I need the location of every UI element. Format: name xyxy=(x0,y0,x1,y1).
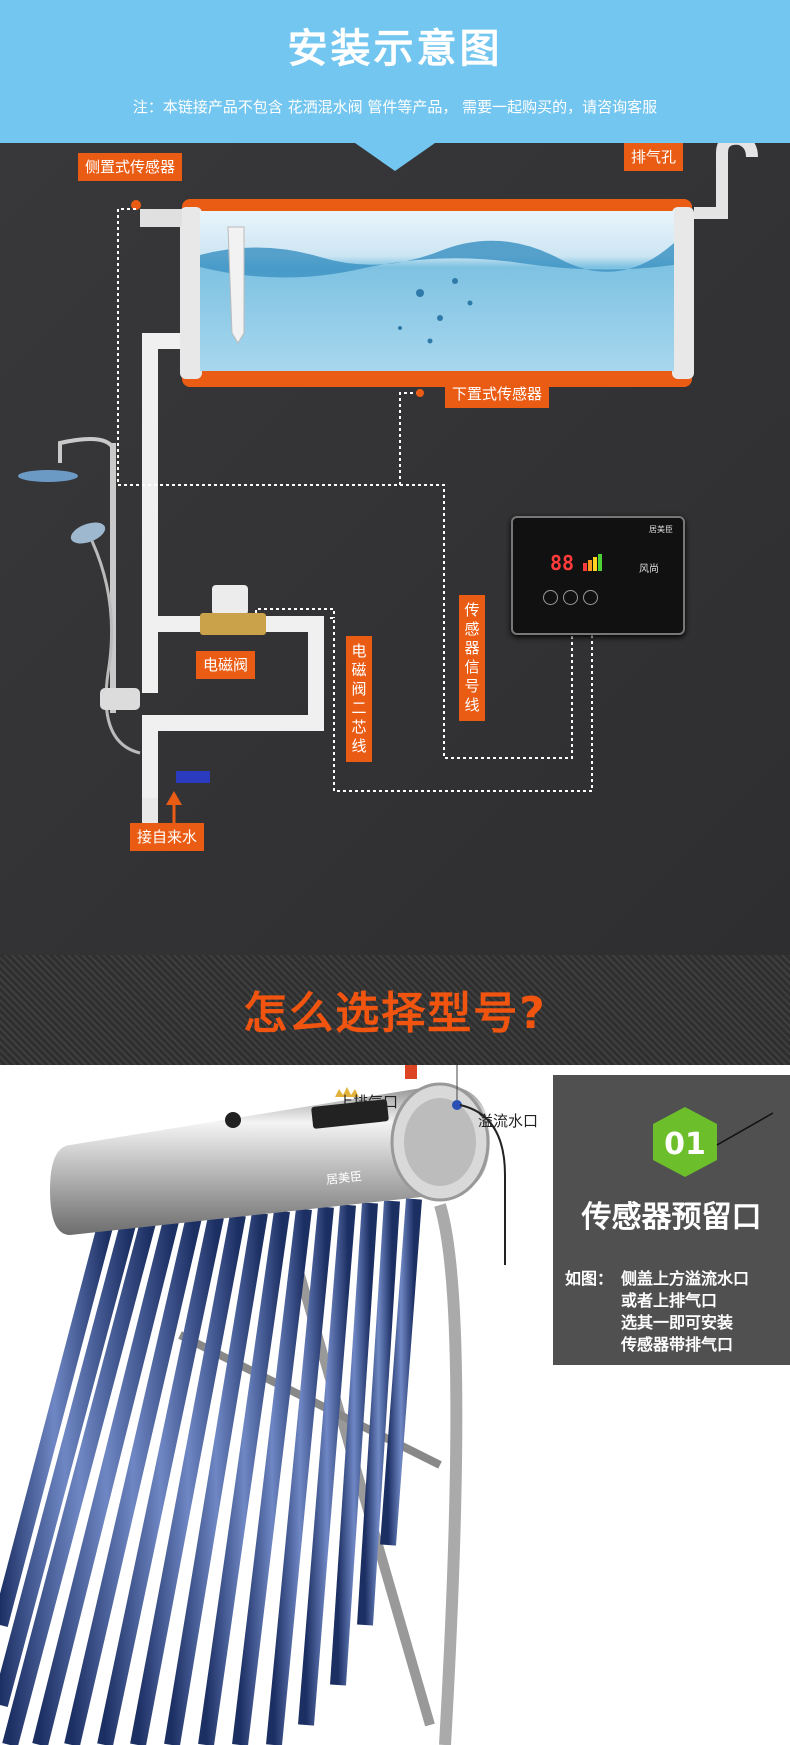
diagram-drawing xyxy=(18,143,758,828)
vent-label: 排气孔 xyxy=(624,143,684,171)
side-sensor-label: 侧置式传感器 xyxy=(78,153,183,181)
solar-heater-drawing xyxy=(0,1065,506,1745)
info-line: 或者上排气口 xyxy=(621,1291,718,1310)
solenoid-wire-label: 电磁阀二芯线 xyxy=(346,636,372,762)
top-vent-label: 上排气口 xyxy=(338,1093,399,1111)
controller-brand: 居美臣 xyxy=(649,525,673,534)
bottom-sensor-label: 下置式传感器 xyxy=(445,380,550,408)
tank-water xyxy=(200,211,674,371)
info-box: 01 传感器预留口 如图： 侧盖上方溢流水口 或者上排气口 选其一即可安装 传感… xyxy=(553,1075,790,1365)
tap-water-label: 接自来水 xyxy=(130,823,205,851)
info-line: 传感器带排气口 xyxy=(621,1335,734,1354)
solenoid-valve-label: 电磁阀 xyxy=(196,651,256,679)
info-prefix: 如图： xyxy=(565,1269,614,1288)
steel-tank xyxy=(50,1085,490,1235)
controller-label: 风尚 xyxy=(639,564,659,575)
section-header: 怎么选择型号? xyxy=(0,955,790,1065)
info-title: 传感器预留口 xyxy=(581,1200,762,1235)
controller-panel: 居美臣 88 风尚 xyxy=(511,516,685,635)
controller-button xyxy=(543,590,558,605)
info-line: 侧盖上方溢流水口 xyxy=(621,1269,750,1288)
installation-diagram: 侧置式传感器 排气孔 下置式传感器 电磁阀 电磁阀二芯线 传感器信号线 接自来水… xyxy=(0,143,790,955)
controller-button xyxy=(583,590,598,605)
header-pointer xyxy=(355,143,435,171)
controller-display: 88 xyxy=(550,551,575,575)
level-bars xyxy=(583,552,603,571)
top-vent-port xyxy=(405,1065,417,1079)
overflow-port xyxy=(452,1100,462,1110)
controller-button xyxy=(563,590,578,605)
step-number: 01 xyxy=(664,1127,706,1162)
header-note: 注：本链接产品不包含 花洒混水阀 管件等产品， 需要一起购买的，请咨询客服 xyxy=(132,98,658,116)
header: 安装示意图 注：本链接产品不包含 花洒混水阀 管件等产品， 需要一起购买的，请咨… xyxy=(0,0,790,143)
section-title: 怎么选择型号? xyxy=(243,988,547,1039)
page-title: 安装示意图 xyxy=(287,26,503,72)
product-area: 上排气口 溢流水口 居美臣 01 传感器预留口 如图： 侧盖上方溢流水口 或者上… xyxy=(0,1065,790,1745)
vacuum-tubes xyxy=(0,1198,422,1745)
info-line: 选其一即可安装 xyxy=(621,1313,734,1332)
overflow-label: 溢流水口 xyxy=(478,1112,539,1130)
sensor-signal-wire-label: 传感器信号线 xyxy=(459,595,485,721)
step-badge: 01 xyxy=(653,1107,717,1177)
